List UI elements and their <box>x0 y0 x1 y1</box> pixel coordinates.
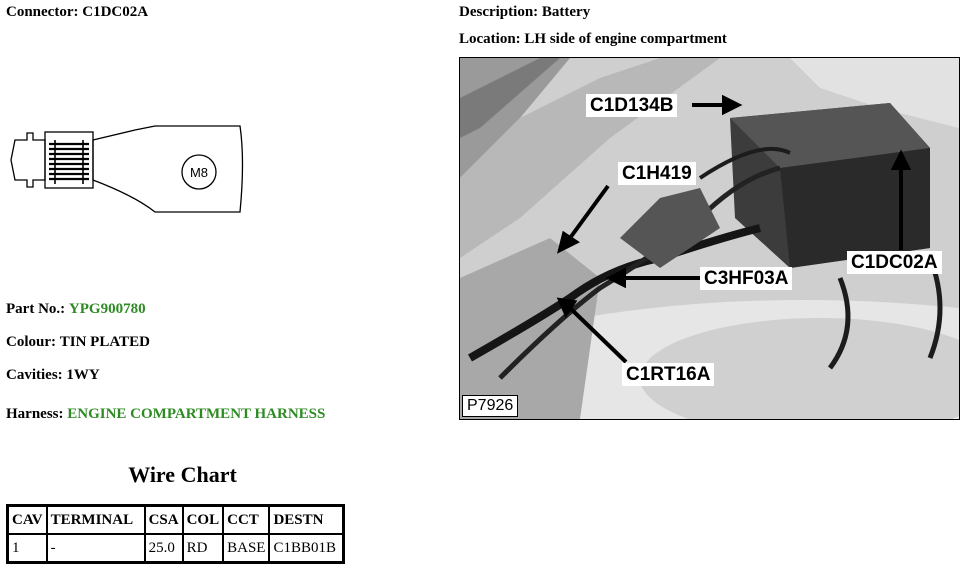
colour-line: Colour: TIN PLATED <box>6 334 150 351</box>
col-header-col: COL <box>181 504 225 535</box>
part-no-label: Part No.: <box>6 301 66 317</box>
callout-c3hf03a: C3HF03A <box>700 267 793 290</box>
callout-c1h419: C1H419 <box>618 162 696 185</box>
connector-label: Connector: <box>6 4 79 20</box>
table-header-row: CAV TERMINAL CSA COL CCT DESTN <box>6 504 345 535</box>
table-row: 1 - 25.0 RD BASE C1BB01B <box>6 533 345 564</box>
harness-value[interactable]: ENGINE COMPARTMENT HARNESS <box>67 406 326 422</box>
description-line: Description: Battery <box>459 4 590 21</box>
callout-c1dc02a: C1DC02A <box>847 251 942 274</box>
description-label: Description: <box>459 4 539 20</box>
description-value: Battery <box>541 4 591 20</box>
location-value: LH side of engine compartment <box>524 31 727 47</box>
harness-label: Harness: <box>6 406 64 422</box>
cell-cct: BASE <box>222 533 271 564</box>
cell-col: RD <box>181 533 225 564</box>
wire-chart-table: CAV TERMINAL CSA COL CCT DESTN 1 - 25.0 … <box>6 504 346 564</box>
col-header-destn: DESTN <box>268 504 345 535</box>
connector-line: Connector: C1DC02A <box>6 4 148 21</box>
part-no-value[interactable]: YPG900780 <box>68 301 146 317</box>
connector-value: C1DC02A <box>82 4 149 20</box>
location-line: Location: LH side of engine compartment <box>459 31 727 48</box>
location-photo: C1D134B C1H419 C3HF03A C1RT16A C1DC02A P… <box>459 57 960 420</box>
part-no-line: Part No.: YPG900780 <box>6 301 146 318</box>
callout-c1d134b: C1D134B <box>586 94 678 117</box>
col-header-cav: CAV <box>6 504 48 535</box>
cavities-value: 1WY <box>66 367 100 383</box>
col-header-terminal: TERMINAL <box>45 504 146 535</box>
harness-line: Harness: ENGINE COMPARTMENT HARNESS <box>6 406 325 423</box>
location-label: Location: <box>459 31 521 47</box>
col-header-csa: CSA <box>143 504 184 535</box>
cell-cav: 1 <box>6 533 48 564</box>
wire-chart-title: Wire Chart <box>128 462 237 487</box>
colour-label: Colour: <box>6 334 56 350</box>
cell-csa: 25.0 <box>143 533 184 564</box>
engine-bay-illustration <box>460 58 959 419</box>
callout-c1rt16a: C1RT16A <box>622 363 715 386</box>
cavities-line: Cavities: 1WY <box>6 367 100 384</box>
connector-drawing: M8 <box>10 125 244 213</box>
photo-id-label: P7926 <box>462 395 519 417</box>
colour-value: TIN PLATED <box>59 334 150 350</box>
col-header-cct: CCT <box>222 504 271 535</box>
cell-terminal: - <box>45 533 146 564</box>
cell-destn: C1BB01B <box>268 533 345 564</box>
cavities-label: Cavities: <box>6 367 63 383</box>
stud-label: M8 <box>190 165 208 180</box>
